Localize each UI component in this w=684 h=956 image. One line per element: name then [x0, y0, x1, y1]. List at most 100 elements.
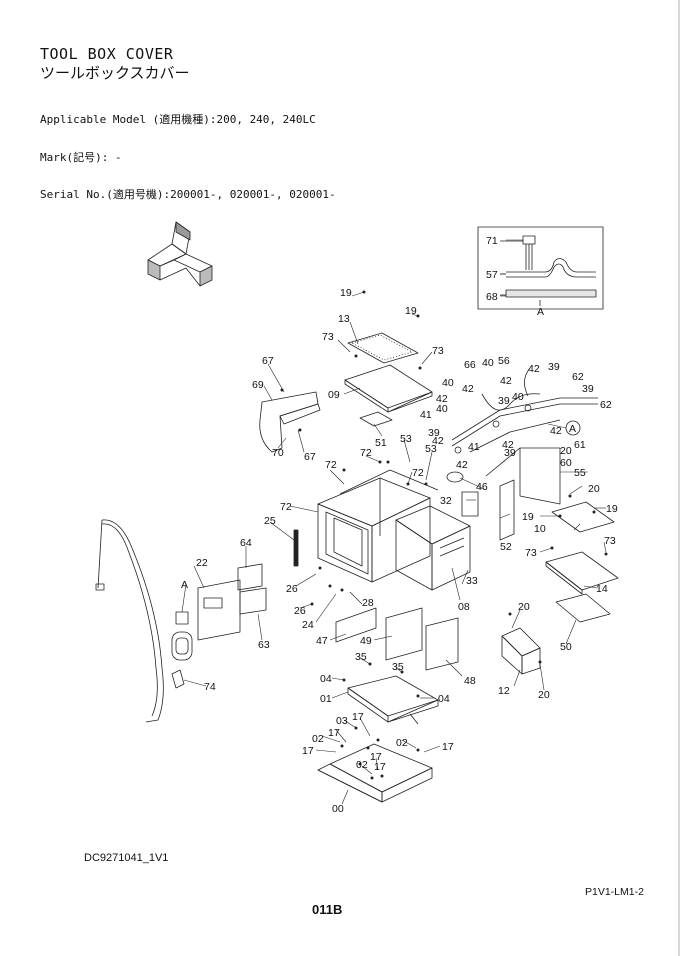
callout: 14 [596, 583, 608, 595]
mat-48 [425, 617, 459, 671]
callout: 04 [320, 673, 332, 685]
callout: 73 [432, 345, 444, 357]
callout: 56 [498, 355, 510, 367]
top-cover-plate [347, 332, 419, 364]
title-english: TOOL BOX COVER [40, 45, 174, 63]
callout: 19 [340, 287, 352, 299]
callout: 28 [362, 597, 374, 609]
callout: 20 [560, 445, 572, 457]
callout: 70 [272, 447, 284, 459]
callout: 19 [405, 305, 417, 317]
callout: 42 [436, 393, 448, 405]
callout: 40 [442, 377, 454, 389]
callout: 52 [500, 541, 512, 553]
callout: 48 [464, 675, 476, 687]
callout: 33 [466, 575, 478, 587]
hose-assembly [451, 367, 598, 477]
block-51 [359, 411, 393, 427]
side-cover [259, 391, 321, 453]
applicable-model: Applicable Model (適用機種):200, 240, 240LC [40, 113, 316, 126]
mat-64-lower [239, 587, 267, 615]
callout: 49 [360, 635, 372, 647]
callout: 39 [548, 361, 560, 373]
panel-22 [197, 579, 241, 641]
inset-callout-57: 57 [486, 269, 498, 281]
callout: 19 [606, 503, 618, 515]
callout: 39 [582, 383, 594, 395]
callout: 17 [374, 761, 386, 773]
top-cover-09 [344, 364, 433, 413]
callout: 32 [440, 495, 452, 507]
inset-callout-71: 71 [486, 235, 498, 247]
mat-47 [335, 607, 377, 643]
callout: 41 [468, 441, 480, 453]
callout: 20 [588, 483, 600, 495]
callout: 35 [355, 651, 367, 663]
view-a-marker-label: A [569, 423, 576, 435]
callout: 10 [534, 523, 546, 535]
serial-number: Serial No.(適用号機):200001-, 020001-, 02000… [40, 188, 336, 201]
callout: 40 [482, 357, 494, 369]
strip-25 [293, 529, 299, 567]
callout: 42 [502, 439, 514, 451]
callout: 69 [252, 379, 264, 391]
callout: 22 [196, 557, 208, 569]
callout: 03 [336, 715, 348, 727]
callout: 42 [456, 459, 468, 471]
label-22 [203, 597, 223, 609]
mat-49 [385, 607, 423, 661]
callout: 13 [338, 313, 350, 325]
callout: 46 [476, 481, 488, 493]
callout: 66 [464, 359, 476, 371]
callout: 72 [412, 467, 424, 479]
callout: 17 [302, 745, 314, 757]
detail-a-inset [477, 226, 604, 310]
callout: 26 [294, 605, 306, 617]
callout: 12 [498, 685, 510, 697]
callout: 42 [500, 375, 512, 387]
callout: 73 [604, 535, 616, 547]
callout: 00 [332, 803, 344, 815]
callout: 41 [420, 409, 432, 421]
callout: 39 [504, 447, 516, 459]
callout: 72 [325, 459, 337, 471]
callout: 04 [438, 693, 450, 705]
callout: 26 [286, 583, 298, 595]
callout: 42 [462, 383, 474, 395]
callout: 53 [400, 433, 412, 445]
callout: 20 [538, 689, 550, 701]
callout: 60 [560, 457, 572, 469]
callout: 02 [312, 733, 324, 745]
callout: 74 [204, 681, 216, 693]
callout: 67 [304, 451, 316, 463]
callout: 64 [240, 537, 252, 549]
tool-box-frame [317, 469, 471, 591]
callout: 02 [396, 737, 408, 749]
handle-a [171, 631, 193, 661]
callout: 01 [320, 693, 332, 705]
bracket-12 [501, 627, 541, 675]
callout: 19 [522, 511, 534, 523]
panel-55 [519, 447, 561, 505]
callout: 17 [352, 711, 364, 723]
callout: 61 [574, 439, 586, 451]
callout: 42 [528, 363, 540, 375]
cover-plate-10 [551, 501, 615, 533]
header: TOOL BOX COVER ツールボックスカバー [40, 45, 190, 82]
callout: 53 [425, 443, 437, 455]
inset-view-label: A [537, 306, 544, 318]
callout: 25 [264, 515, 276, 527]
callout: 17 [442, 741, 454, 753]
inset-callout-68: 68 [486, 291, 498, 303]
latch-a [175, 611, 189, 625]
panel-52 [499, 479, 515, 541]
bracket-32 [461, 491, 479, 517]
callout: 67 [262, 355, 274, 367]
callout: 62 [572, 371, 584, 383]
callout: 62 [600, 399, 612, 411]
callout: 42 [550, 425, 562, 437]
callout: 55 [574, 467, 586, 479]
page-number: 011B [312, 902, 343, 917]
callout: 40 [512, 391, 524, 403]
